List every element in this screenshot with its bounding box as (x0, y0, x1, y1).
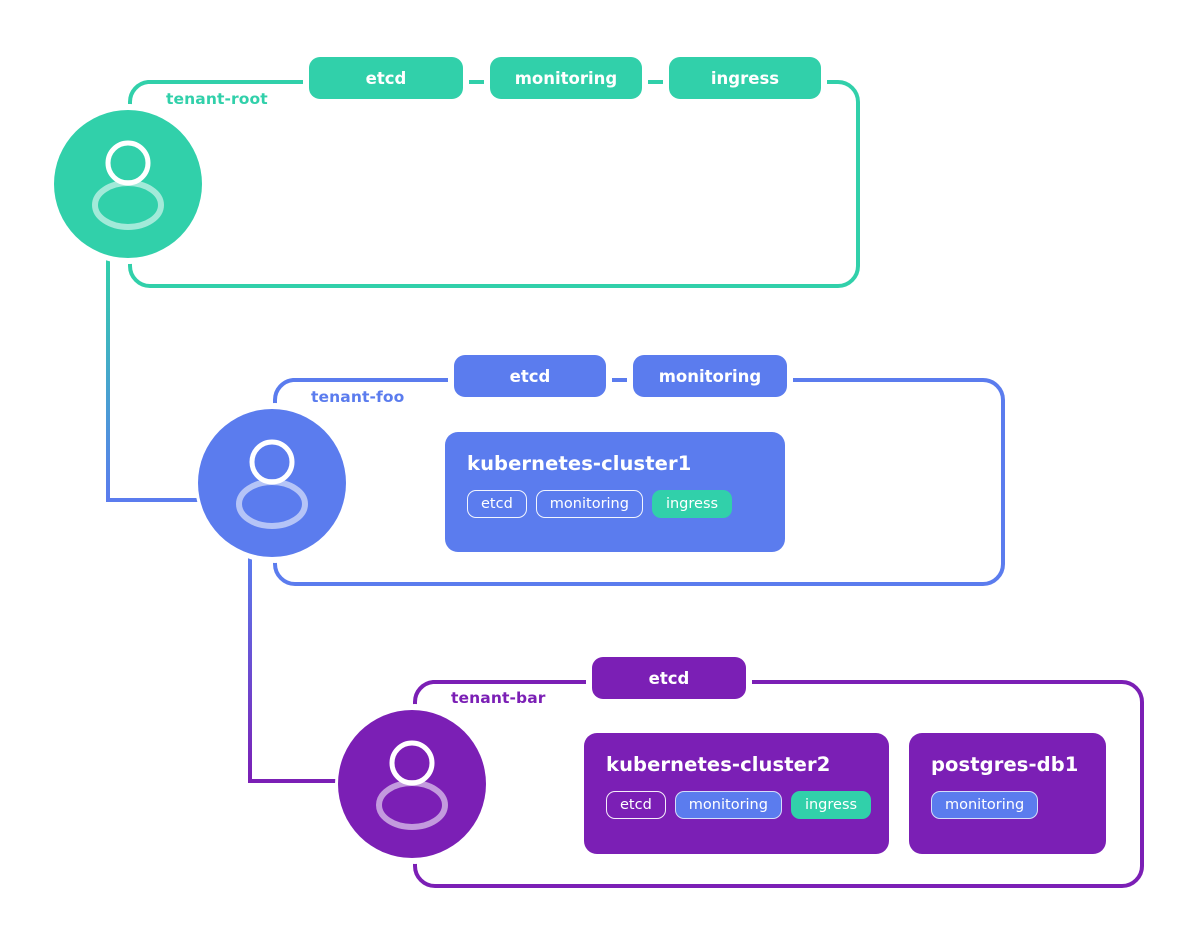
chip-monitoring[interactable]: monitoring (931, 791, 1039, 819)
chip-ingress[interactable]: ingress (651, 490, 733, 518)
tenant-label-tenant-foo: tenant-foo (311, 388, 405, 406)
chip-ingress[interactable]: ingress (790, 791, 872, 819)
tenant-root-badge-ingress[interactable]: ingress (669, 57, 821, 99)
tenant-foo-badge-monitoring[interactable]: monitoring (633, 355, 787, 397)
tenant-root-badge-etcd[interactable]: etcd (309, 57, 463, 99)
tenant-foo-badge-etcd[interactable]: etcd (454, 355, 606, 397)
resource-title: kubernetes-cluster1 (467, 452, 692, 475)
resource-card-kubernetes-cluster1[interactable]: kubernetes-cluster1 etcd monitoring ingr… (445, 432, 785, 552)
chip-etcd[interactable]: etcd (467, 490, 527, 518)
tenant-foo-avatar[interactable] (198, 409, 346, 557)
chip-monitoring[interactable]: monitoring (535, 490, 643, 518)
tenant-bar-badge-etcd[interactable]: etcd (592, 657, 746, 699)
tenant-root-avatar[interactable] (54, 110, 202, 258)
resource-card-postgres-db1[interactable]: postgres-db1 monitoring (909, 733, 1106, 854)
tenant-root-badge-monitoring[interactable]: monitoring (490, 57, 642, 99)
tenant-foo-container (272, 378, 1005, 586)
resource-card-kubernetes-cluster2[interactable]: kubernetes-cluster2 etcd monitoring ingr… (584, 733, 889, 854)
resource-chip-row: monitoring (931, 791, 1084, 819)
chip-monitoring[interactable]: monitoring (674, 791, 782, 819)
resource-title: kubernetes-cluster2 (606, 753, 831, 776)
resource-title: postgres-db1 (931, 753, 1079, 776)
tenant-root-container (127, 80, 860, 288)
tenant-label-tenant-bar: tenant-bar (451, 689, 546, 707)
connector-foo-to-bar (248, 558, 350, 783)
resource-chip-row: etcd monitoring ingress (467, 490, 763, 518)
chip-etcd[interactable]: etcd (606, 791, 666, 819)
tenant-bar-container (412, 680, 1144, 888)
resource-chip-row: etcd monitoring ingress (606, 791, 872, 819)
connector-root-to-foo (106, 258, 214, 502)
tenant-label-tenant-root: tenant-root (166, 90, 268, 108)
tenant-bar-avatar[interactable] (338, 710, 486, 858)
